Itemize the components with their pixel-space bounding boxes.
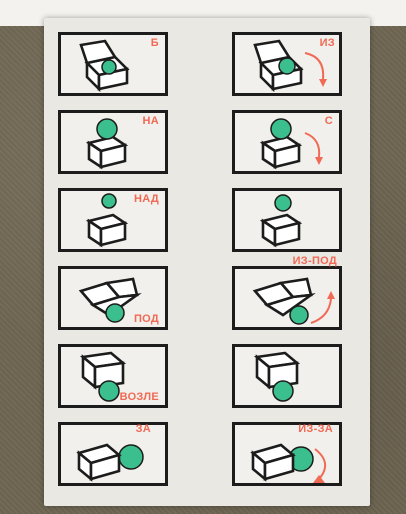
panel-pod: ПОД — [58, 266, 168, 330]
label-za: ЗА — [136, 423, 151, 435]
label-vozle: ВОЗЛЕ — [120, 391, 159, 403]
label-nad: НАД — [134, 193, 159, 205]
label-pod: ПОД — [134, 313, 159, 325]
preposition-card: Б ИЗ НА С — [44, 18, 370, 506]
panel-iz-za: ИЗ-ЗА — [232, 422, 342, 486]
panel-nad: НАД — [58, 188, 168, 252]
label-na: НА — [143, 115, 160, 127]
label-b: Б — [151, 37, 159, 49]
label-iz-pod: ИЗ-ПОД — [293, 255, 337, 267]
panel-vozle: ВОЗЛЕ — [58, 344, 168, 408]
panel-vozle-blank — [232, 344, 342, 408]
panel-b: Б — [58, 32, 168, 96]
panel-na: НА — [58, 110, 168, 174]
label-iz: ИЗ — [320, 37, 335, 49]
panel-za: ЗА — [58, 422, 168, 486]
panel-nad-blank — [232, 188, 342, 252]
panel-iz-pod: ИЗ-ПОД — [232, 266, 342, 330]
panel-iz: ИЗ — [232, 32, 342, 96]
label-s: С — [325, 115, 333, 127]
label-iz-za: ИЗ-ЗА — [298, 423, 333, 435]
panel-s: С — [232, 110, 342, 174]
